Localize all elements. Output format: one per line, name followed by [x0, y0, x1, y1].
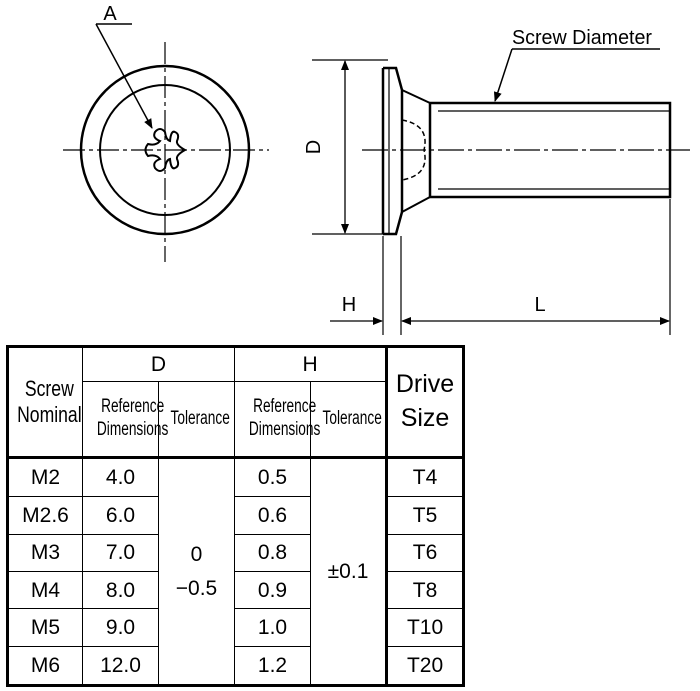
- header-d-tolerance: Tolerance: [157, 381, 236, 459]
- cell-h-reference: 0.9: [234, 570, 312, 610]
- header-d: D: [81, 346, 236, 382]
- cell-d-reference: 4.0: [82, 456, 159, 498]
- cell-nominal: M3: [7, 533, 83, 572]
- screw-side-view: [362, 66, 690, 236]
- table-row: M2.6 6.0 0.6 T5: [7, 496, 465, 535]
- header-h: H: [234, 346, 388, 382]
- label-l: L: [534, 294, 545, 316]
- torx-recess: [144, 128, 188, 172]
- callout-screw-diameter: Screw Diameter: [493, 27, 660, 102]
- cell-drive-size: T5: [385, 496, 465, 535]
- label-d: D: [303, 140, 325, 154]
- technical-drawing: A D Screw Diameter: [63, 3, 690, 335]
- table-row: M2 4.0 0−0.5 0.5 ±0.1 T4: [7, 456, 465, 686]
- label-screw-diameter: Screw Diameter: [512, 27, 652, 49]
- table-row: M4 8.0 0.9 T8: [7, 570, 465, 610]
- cell-h-reference: 0.6: [234, 496, 312, 535]
- cell-h-reference: 0.8: [234, 533, 312, 572]
- table-row: M6 12.0 1.2 T20: [7, 645, 465, 687]
- cell-drive-size: T6: [385, 533, 465, 572]
- cell-drive-size: T8: [385, 570, 465, 610]
- cell-h-tolerance: ±0.1: [310, 457, 388, 686]
- table-row: M3 7.0 0.8 T6: [7, 533, 465, 572]
- cell-nominal: M2.6: [7, 496, 83, 535]
- dimension-d: [312, 59, 388, 235]
- cell-d-reference: 7.0: [82, 533, 159, 572]
- cell-d-reference: 9.0: [82, 608, 159, 647]
- cell-nominal: M2: [7, 456, 83, 498]
- label-a: A: [103, 3, 117, 25]
- cell-h-reference: 1.0: [234, 608, 312, 647]
- cell-d-reference: 6.0: [82, 496, 159, 535]
- cell-d-reference: 12.0: [82, 645, 159, 687]
- table-row: M5 9.0 1.0 T10: [7, 608, 465, 647]
- label-h: H: [342, 294, 356, 316]
- head-front-view: [63, 42, 269, 262]
- cell-nominal: M6: [7, 645, 83, 687]
- cell-drive-size: T10: [385, 608, 465, 647]
- header-h-tolerance: Tolerance: [310, 381, 388, 459]
- cell-d-reference: 8.0: [82, 570, 159, 610]
- dimensions-h-l: [330, 199, 671, 335]
- cell-h-reference: 1.2: [234, 645, 312, 687]
- cell-drive-size: T20: [385, 645, 465, 687]
- head-inner-circle: [99, 84, 231, 216]
- cell-nominal: M5: [7, 608, 83, 647]
- cell-nominal: M4: [7, 570, 83, 610]
- cell-drive-size: T4: [385, 456, 465, 498]
- callout-a: A: [95, 3, 153, 129]
- head-outer-circle: [79, 64, 251, 236]
- cell-h-reference: 0.5: [234, 456, 312, 498]
- screw-head: [383, 66, 404, 236]
- cell-d-tolerance: 0−0.5: [157, 457, 236, 686]
